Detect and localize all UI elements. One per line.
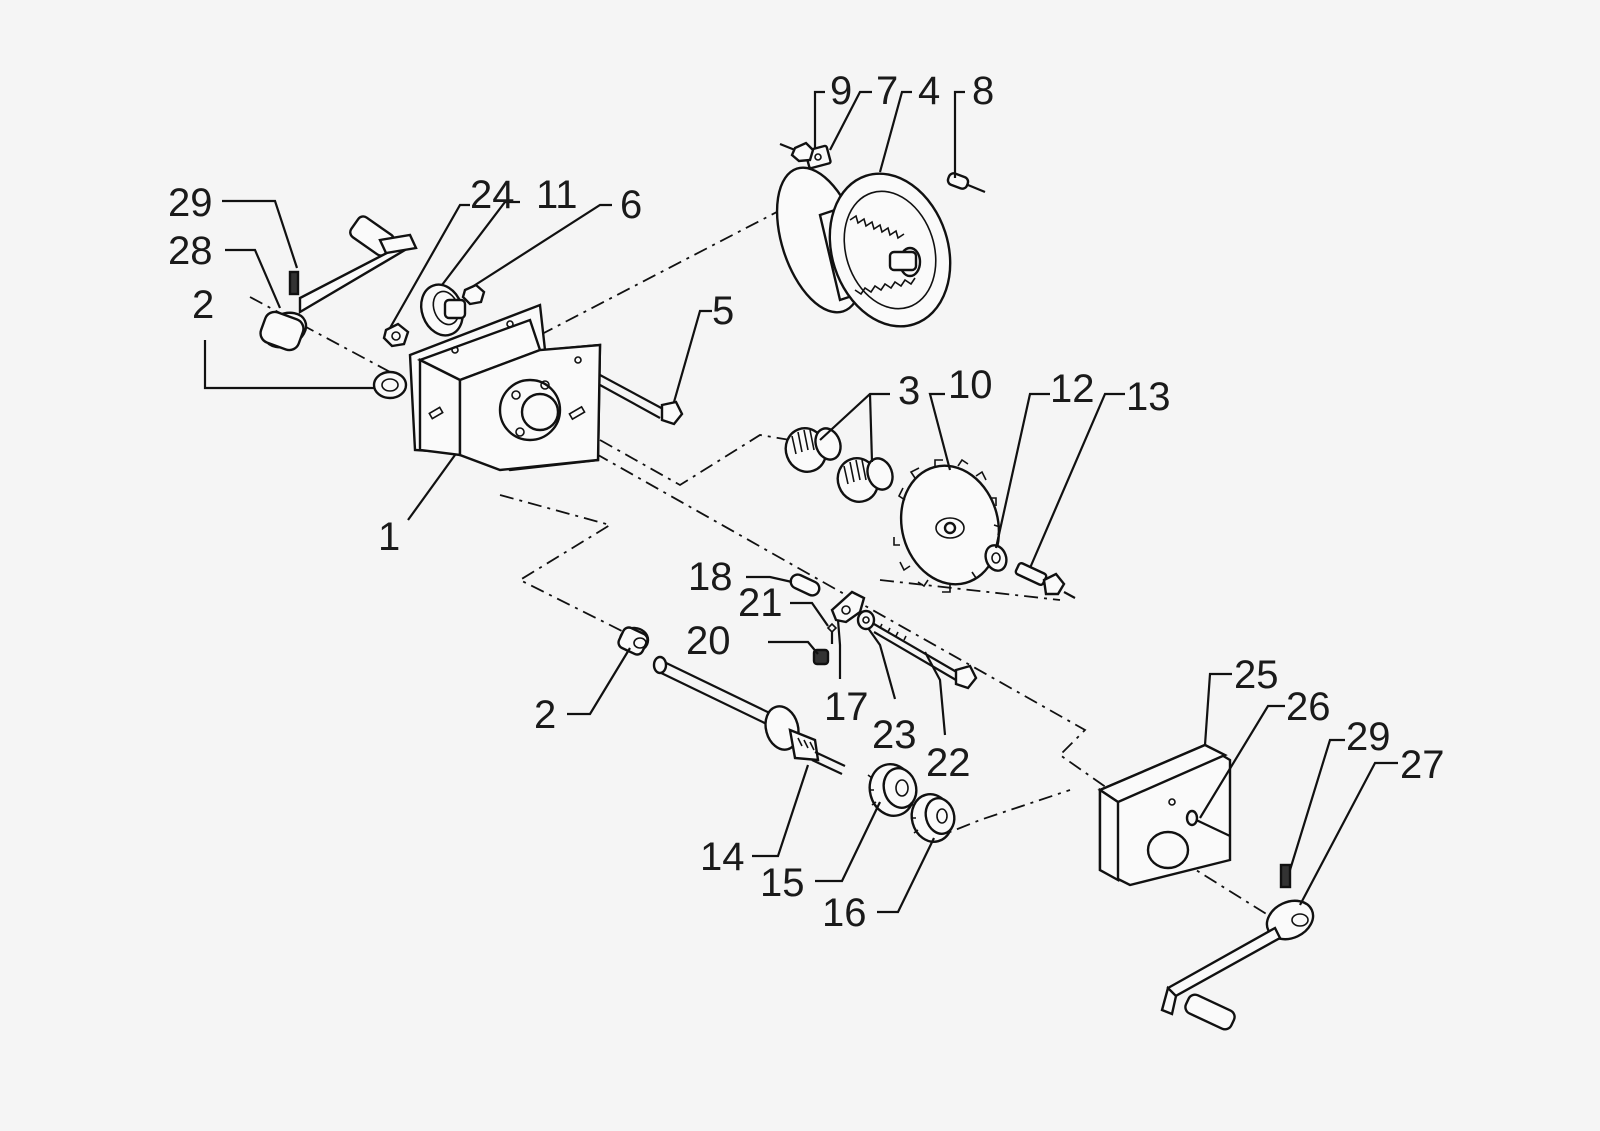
callout-2-lower: 2 bbox=[534, 693, 556, 737]
pin-18 bbox=[789, 573, 821, 597]
bushing-2-lower bbox=[617, 626, 650, 656]
callout-14: 14 bbox=[700, 835, 745, 879]
callout-13: 13 bbox=[1126, 375, 1171, 419]
pawl-17 bbox=[830, 590, 866, 624]
callout-1: 1 bbox=[378, 515, 400, 559]
crank-handle-right bbox=[1160, 863, 1315, 1031]
washer-12 bbox=[984, 544, 1008, 572]
callout-18: 18 bbox=[688, 555, 733, 599]
callout-29-left: 29 bbox=[168, 181, 213, 225]
large-gear-10 bbox=[893, 458, 1001, 593]
spring-21 bbox=[826, 622, 838, 644]
callout-20: 20 bbox=[686, 619, 731, 663]
callout-24: 24 bbox=[470, 173, 515, 217]
callout-9: 9 bbox=[830, 69, 852, 113]
screw-26 bbox=[1185, 809, 1231, 837]
callout-25: 25 bbox=[1234, 653, 1279, 697]
callout-23: 23 bbox=[872, 713, 917, 757]
callout-17: 17 bbox=[824, 685, 869, 729]
gear-cover-25 bbox=[1097, 743, 1232, 887]
nut-9 bbox=[779, 141, 815, 163]
nut-6 bbox=[461, 283, 486, 306]
callout-28: 28 bbox=[168, 229, 213, 273]
gear-15 bbox=[867, 763, 918, 817]
callout-8: 8 bbox=[972, 69, 994, 113]
bushing-2-left bbox=[372, 370, 408, 400]
bearing-3b bbox=[836, 457, 894, 503]
winch-frame-1 bbox=[408, 303, 602, 472]
callout-labels: 29 28 2 24 11 6 9 7 4 8 5 3 10 12 13 1 1… bbox=[168, 69, 1445, 935]
callout-4: 4 bbox=[918, 69, 940, 113]
callout-6: 6 bbox=[620, 183, 642, 227]
callout-2-left: 2 bbox=[192, 283, 214, 327]
washer-23 bbox=[856, 609, 876, 631]
callout-3: 3 bbox=[898, 369, 920, 413]
nut-24 bbox=[382, 322, 410, 348]
cable-drum-4 bbox=[775, 166, 952, 328]
callout-11: 11 bbox=[536, 173, 578, 217]
callout-7: 7 bbox=[876, 69, 898, 113]
leader-lines bbox=[203, 90, 1398, 914]
drive-shaft-14 bbox=[652, 655, 846, 775]
callout-12: 12 bbox=[1050, 367, 1095, 411]
bearing-3a bbox=[784, 427, 842, 473]
bolt-5 bbox=[599, 374, 684, 426]
bolt-13 bbox=[1014, 562, 1076, 599]
callout-22: 22 bbox=[926, 741, 971, 785]
pinion-gear-11 bbox=[420, 283, 467, 337]
callout-5: 5 bbox=[712, 289, 734, 333]
callout-26: 26 bbox=[1286, 685, 1331, 729]
pin-8 bbox=[946, 172, 986, 194]
callout-21: 21 bbox=[738, 581, 783, 625]
callout-10: 10 bbox=[948, 363, 993, 407]
callout-15: 15 bbox=[760, 861, 805, 905]
callout-29-right: 29 bbox=[1346, 715, 1391, 759]
gear-16 bbox=[909, 793, 956, 843]
crank-handle-left bbox=[259, 215, 418, 352]
callout-27: 27 bbox=[1400, 743, 1445, 787]
bolt-22 bbox=[873, 623, 978, 690]
callout-16: 16 bbox=[822, 891, 867, 935]
